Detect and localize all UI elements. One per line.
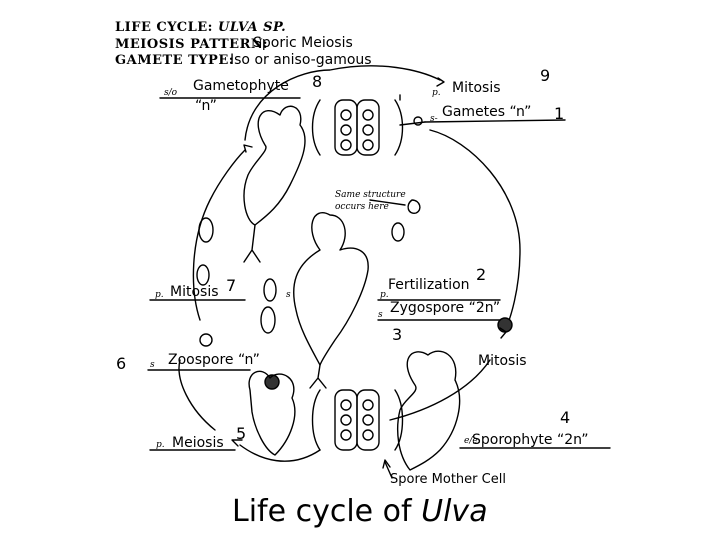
number-6: 6: [116, 354, 127, 373]
mark-e-e: e/e: [464, 436, 478, 446]
gametophyte-label: Gametophyte: [193, 78, 289, 94]
cycle-arrow-right-top: [429, 129, 521, 331]
cycle-arrow-left-bottom: [178, 359, 216, 431]
title-genus: Ulva: [421, 494, 488, 529]
cycle-arrow-right-bottom: [389, 359, 491, 421]
number-7: 7: [226, 276, 237, 295]
mark-p-meiosis: p.: [156, 440, 165, 450]
mark-p-top: p.: [432, 88, 441, 98]
same-structure-note: Same structure: [335, 190, 406, 200]
central-thallus-top: [293, 212, 369, 366]
mark-s-left: s: [286, 290, 291, 300]
bottom-left-thallus: [248, 370, 296, 456]
mark-s-gametes: s-: [430, 114, 438, 124]
mitosis-right-label: Mitosis: [478, 353, 527, 369]
life-cycle-label: LIFE CYCLE:: [115, 20, 213, 35]
life-cycle-value: ULVA SP.: [218, 20, 287, 35]
number-2: 2: [476, 265, 487, 284]
occurs-here-note: occurs here: [335, 202, 389, 212]
spore-mother-cell-label: Spore Mother Cell: [390, 472, 506, 487]
mitosis-left-label: Mitosis: [170, 284, 219, 300]
meiosis-label: Meiosis: [172, 435, 224, 451]
gamete-type-label: GAMETE TYPE:: [115, 53, 235, 68]
gamete-type-value: Iso or aniso-gamous: [230, 52, 372, 68]
mark-p-fertilization: p.: [380, 290, 389, 300]
fertilization-label: Fertilization: [388, 277, 470, 293]
number-9: 9: [540, 66, 551, 85]
number-1: 1: [554, 104, 565, 123]
gametophyte-thallus-top: [243, 105, 306, 226]
sporophyte-thallus: [397, 350, 461, 471]
number-3: 3: [392, 325, 403, 344]
meiosis-pattern-value: Sporic Meiosis: [253, 35, 353, 51]
cycle-arrow-bottom: [239, 444, 321, 462]
mark-s-zoospore: s: [150, 360, 155, 370]
gametes-label: Gametes “n”: [442, 104, 532, 120]
gametophyte-ploidy-label: “n”: [195, 98, 217, 114]
zygospore-label: Zygospore “2n”: [390, 300, 501, 316]
zoospore-label: Zoospore “n”: [168, 352, 260, 368]
meiosis-pattern-label: MEIOSIS PATTERN:: [115, 37, 269, 52]
cycle-arrow-top: [244, 65, 441, 141]
title-prefix: Life cycle of: [232, 494, 422, 529]
cycle-arrow-left: [192, 149, 246, 321]
number-5: 5: [236, 424, 247, 443]
number-4: 4: [560, 408, 571, 427]
number-8: 8: [312, 72, 323, 91]
mark-s-o: s/o: [164, 88, 178, 98]
mitosis-top-label: Mitosis: [452, 80, 501, 96]
page-title: Life cycle of Ulva: [232, 494, 488, 529]
sporophyte-label: Sporophyte “2n”: [472, 432, 589, 448]
mark-s-zygospore: s: [378, 310, 383, 320]
mark-p-left: p.: [155, 290, 164, 300]
